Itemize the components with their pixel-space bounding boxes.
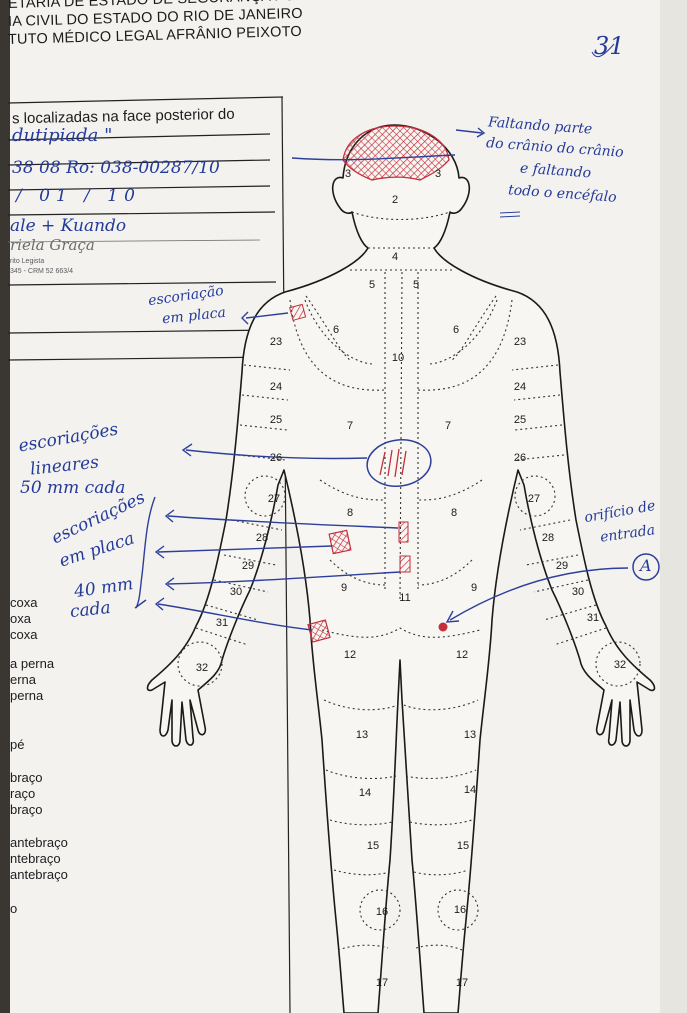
form-hand-line-3: / 01 / 10: [16, 186, 141, 206]
region-number: 13: [460, 729, 480, 741]
region-number: 27: [524, 493, 544, 505]
form-hand-line-2: 38 08 Ro: 038-00287/10: [12, 158, 220, 178]
region-number: 32: [610, 659, 630, 671]
region-number: 5: [362, 279, 382, 291]
form-hand-line-4: ale + Kuando: [10, 216, 126, 236]
page-number: 31: [594, 32, 625, 60]
region-number: 25: [266, 414, 286, 426]
left-list-item: braço: [10, 802, 43, 817]
left-list-item: perna: [10, 688, 43, 703]
form-hand-line-1: dutipiada ": [12, 125, 112, 146]
stamp-name: riela Graça: [10, 236, 95, 254]
region-number: 28: [538, 532, 558, 544]
left-list-item: antebraço: [10, 867, 68, 882]
region-number: 7: [340, 420, 360, 432]
left-list-item: coxa: [10, 595, 37, 610]
annotation-left1-3: 50 mm cada: [20, 478, 125, 498]
region-number: 9: [464, 582, 484, 594]
region-number: 26: [266, 452, 286, 464]
region-number: 23: [510, 336, 530, 348]
left-list-item: pé: [10, 737, 24, 752]
left-list-item: braço: [10, 770, 43, 785]
region-number: 30: [226, 586, 246, 598]
region-number: 10: [388, 352, 408, 364]
region-number: 17: [372, 977, 392, 989]
region-number: 25: [510, 414, 530, 426]
region-number: 26: [510, 452, 530, 464]
region-number: 30: [568, 586, 588, 598]
left-list-item: coxa: [10, 627, 37, 642]
region-number: 24: [266, 381, 286, 393]
stamp-registration: 345 - CRM 52 663/4: [10, 268, 73, 275]
region-number: 3: [338, 168, 358, 180]
region-number: 31: [212, 617, 232, 629]
region-number: 27: [264, 493, 284, 505]
region-number: 14: [460, 784, 480, 796]
region-number: 15: [453, 840, 473, 852]
region-number: 16: [372, 906, 392, 918]
region-number: 6: [326, 324, 346, 336]
region-number: 9: [334, 582, 354, 594]
region-number: 24: [510, 381, 530, 393]
region-number: 3: [428, 168, 448, 180]
left-list-item: erna: [10, 672, 36, 687]
region-number: 2: [385, 194, 405, 206]
left-list-item: oxa: [10, 611, 31, 626]
region-number: 8: [340, 507, 360, 519]
left-list-item: antebraço: [10, 835, 68, 850]
left-list-item: a perna: [10, 656, 54, 671]
region-number: 28: [252, 532, 272, 544]
region-number: 5: [406, 279, 426, 291]
region-number: 6: [446, 324, 466, 336]
region-number: 32: [192, 662, 212, 674]
region-number: 13: [352, 729, 372, 741]
marker-label: A: [640, 556, 652, 575]
region-number: 31: [583, 612, 603, 624]
left-list-item: ntebraço: [10, 851, 61, 866]
region-number: 29: [238, 560, 258, 572]
region-number: 12: [452, 649, 472, 661]
region-number: 4: [385, 251, 405, 263]
region-number: 23: [266, 336, 286, 348]
region-number: 15: [363, 840, 383, 852]
annotation-left2-4: cada: [69, 598, 112, 622]
region-number: 29: [552, 560, 572, 572]
region-number: 8: [444, 507, 464, 519]
left-list-item: raço: [10, 786, 35, 801]
region-number: 16: [450, 904, 470, 916]
region-number: 12: [340, 649, 360, 661]
region-number: 7: [438, 420, 458, 432]
region-number: 11: [395, 592, 415, 604]
region-number: 17: [452, 977, 472, 989]
left-list-item: o: [10, 901, 17, 916]
region-number: 14: [355, 787, 375, 799]
stamp-role: rito Legista: [10, 258, 44, 265]
